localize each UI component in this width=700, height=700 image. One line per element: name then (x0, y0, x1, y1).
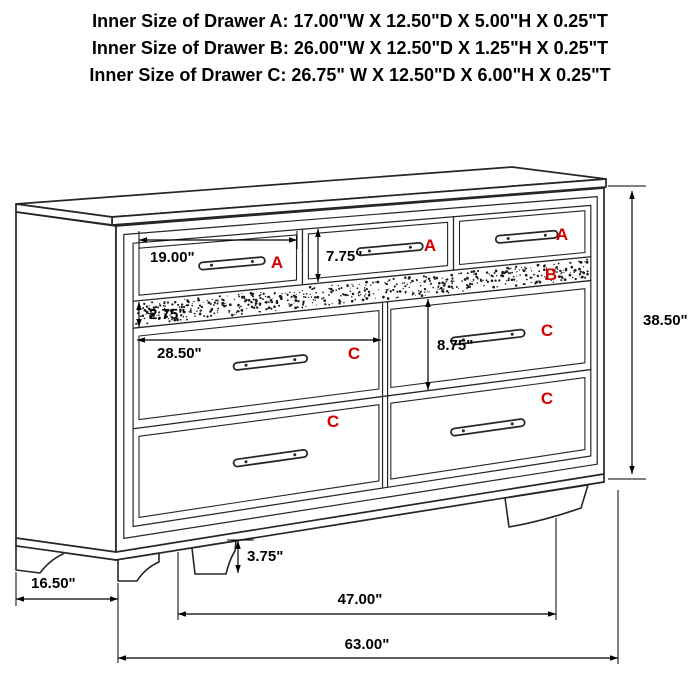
drawer-handle (494, 229, 559, 244)
front-center-foot (191, 540, 237, 575)
drawer-a-size-line: Inner Size of Drawer A: 17.00"W X 12.50"… (92, 11, 608, 31)
drawer-front (307, 221, 449, 280)
arrowhead (235, 541, 241, 549)
label-drawer-c-width: 28.50" (157, 345, 202, 362)
dimension-lines (15, 185, 646, 664)
arrowhead (425, 382, 431, 390)
arrowhead (289, 237, 297, 243)
handle-screw (510, 332, 514, 336)
letter-drawer-c-bottom-right: C (541, 389, 553, 408)
arrowhead (178, 611, 186, 617)
drawer-b-glitter-texture (135, 258, 589, 325)
handle-screw (293, 453, 297, 457)
drawer-c-size-line: Inner Size of Drawer C: 26.75" W X 12.50… (89, 65, 611, 85)
handle-screw (293, 358, 297, 362)
drawer-handle (198, 256, 266, 271)
arrowhead (16, 596, 24, 602)
dresser-structure (15, 166, 607, 582)
arrowhead (548, 611, 556, 617)
drawer-size-text-block: Inner Size of Drawer A: 17.00"W X 12.50"… (0, 8, 700, 89)
front-frame-inner (132, 204, 592, 528)
front-frame-outer (123, 196, 598, 540)
drawer-front (138, 310, 380, 421)
drawer-handle (450, 328, 526, 346)
arrowhead (425, 299, 431, 307)
drawer-front (390, 288, 586, 389)
arrowhead (139, 237, 147, 243)
handle-screw (408, 245, 412, 249)
label-drawer-a-width: 19.00" (150, 249, 195, 266)
handle-screw (244, 460, 248, 464)
arrowhead (137, 337, 145, 343)
label-feet-span: 47.00" (338, 591, 383, 608)
arrowhead (629, 466, 635, 474)
arrowhead (315, 229, 321, 237)
drawer-front (138, 234, 298, 296)
drawer-front (390, 377, 586, 480)
handle-screw (506, 237, 510, 240)
drawer-front (458, 210, 586, 266)
label-drawer-c-height: 8.75" (437, 337, 473, 354)
handle-screw (461, 338, 465, 342)
drawer-b-size-line: Inner Size of Drawer B: 26.00"W X 12.50"… (91, 38, 609, 58)
handle-screw (367, 249, 371, 253)
handle-screw (210, 263, 213, 267)
arrowhead (110, 596, 118, 602)
front-left-foot (117, 552, 160, 582)
arrowhead (610, 655, 618, 661)
arrowhead (235, 565, 241, 573)
label-drawer-b-height: 2.75" (149, 306, 185, 323)
drawer-handle (232, 354, 309, 371)
letter-drawer-a-middle: A (424, 236, 436, 255)
drawer-handle (356, 242, 424, 257)
arrowhead (373, 337, 381, 343)
drawer-handle (232, 448, 309, 468)
letter-drawer-c-bottom-left: C (327, 412, 339, 431)
side-left-foot (15, 545, 64, 574)
label-drawer-a-height: 7.75" (326, 248, 362, 265)
front-right-foot (504, 484, 589, 528)
arrowhead (118, 655, 126, 661)
arrowhead (315, 274, 321, 282)
handle-screw (244, 363, 248, 367)
label-overall-width: 63.00" (345, 636, 390, 653)
dresser-side-panel (15, 211, 117, 553)
drawer-letters: A A A B C C C C (271, 225, 568, 431)
arrowhead (136, 302, 142, 310)
handle-screw (510, 422, 514, 426)
arrowhead (629, 191, 635, 199)
handle-screw (461, 429, 465, 433)
label-depth: 16.50" (31, 575, 76, 592)
letter-drawer-a-left: A (271, 253, 283, 272)
letter-drawer-a-right: A (556, 225, 568, 244)
handle-screw (543, 233, 547, 237)
arrowhead (136, 319, 142, 327)
label-foot-height: 3.75" (247, 548, 283, 565)
dimension-labels: 19.00" 7.75" 2.75" 28.50" 8.75" 38.50" 1… (31, 248, 688, 653)
letter-drawer-b: B (545, 265, 557, 284)
handle-screw (250, 260, 254, 263)
letter-drawer-c-top-left: C (348, 344, 360, 363)
drawer-handle (450, 418, 526, 437)
letter-drawer-c-top-right: C (541, 321, 553, 340)
label-overall-height: 38.50" (643, 312, 688, 329)
drawer-front (138, 404, 380, 518)
